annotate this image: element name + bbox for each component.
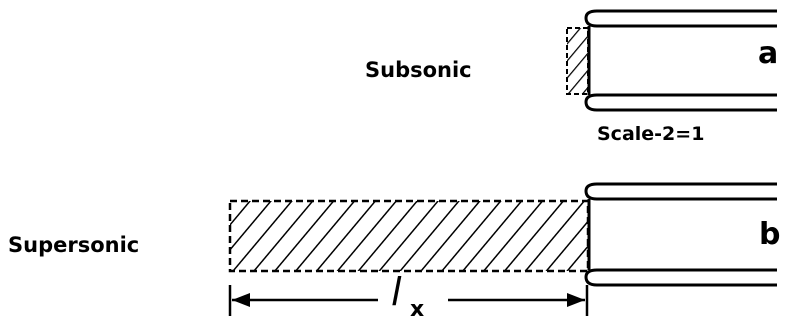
scale-label: Scale-2=1 <box>597 123 704 145</box>
supersonic-nozzle <box>228 182 777 287</box>
dimension-right-arrowhead <box>567 293 585 307</box>
dimension-left-arrowhead <box>232 293 250 307</box>
panel-a-label: a <box>758 36 778 71</box>
dimension-symbol: l <box>391 270 402 314</box>
subsonic-top-lip <box>584 9 777 28</box>
panel-b-label: b <box>759 217 780 252</box>
supersonic-top-lip <box>584 182 777 201</box>
supersonic-hatched-region <box>228 199 590 273</box>
subsonic-hatched-region <box>566 27 589 95</box>
subsonic-nozzle <box>566 9 777 112</box>
subsonic-label: Subsonic <box>365 58 472 82</box>
supersonic-label: Supersonic <box>8 233 139 257</box>
supersonic-bottom-lip <box>584 268 777 287</box>
dimension-lx: l x <box>228 270 589 321</box>
subsonic-bottom-lip <box>584 93 777 112</box>
dimension-subscript: x <box>410 297 424 321</box>
